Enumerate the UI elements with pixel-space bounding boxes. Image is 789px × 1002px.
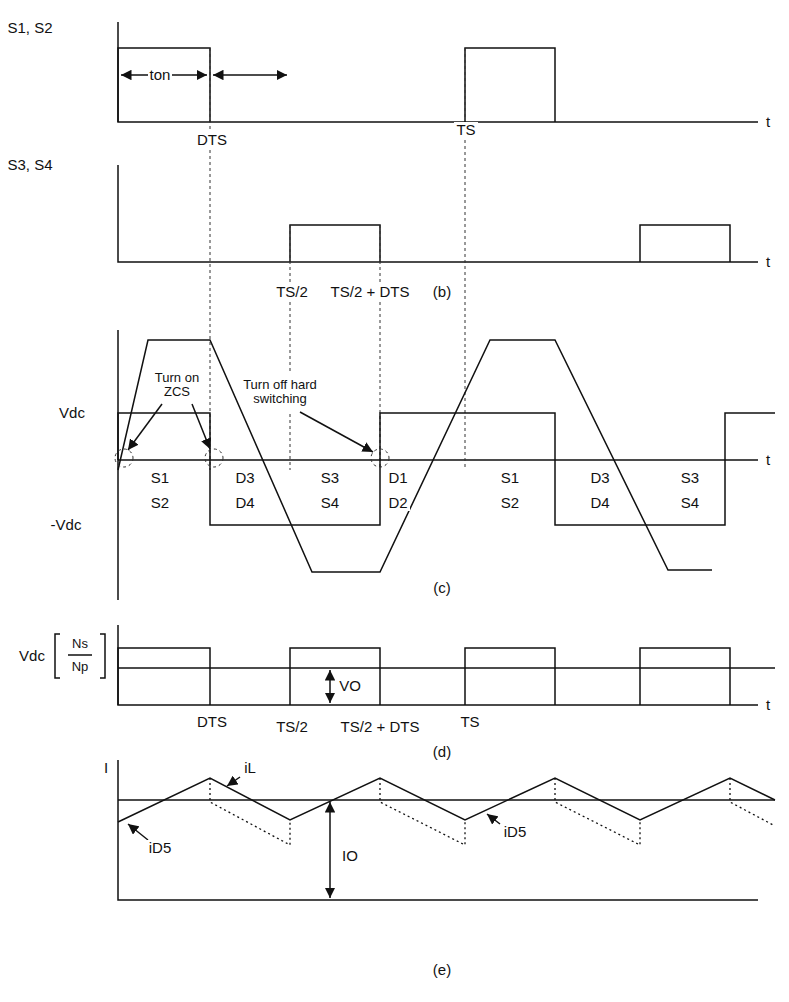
axis xyxy=(118,330,758,600)
device-label: S2 xyxy=(149,495,171,512)
pointer-arrow xyxy=(128,404,162,450)
time-label: TS/2 xyxy=(274,284,310,301)
axis-label: t xyxy=(764,452,772,469)
device-label: D3 xyxy=(233,470,256,487)
inductor-current xyxy=(118,778,775,822)
switching-point xyxy=(371,449,389,467)
pointer-arrow xyxy=(300,412,373,452)
current-label: iD5 xyxy=(502,824,529,841)
device-label: D2 xyxy=(386,495,409,512)
device-label: D1 xyxy=(386,470,409,487)
voltage-wave xyxy=(118,413,775,525)
bracket xyxy=(55,634,105,678)
axis xyxy=(118,625,758,705)
pointer-arrow xyxy=(487,814,500,824)
time-label: ton xyxy=(148,67,173,84)
time-marker xyxy=(290,225,291,470)
turns-label: Np xyxy=(70,660,91,674)
axis xyxy=(118,165,758,262)
device-label: S4 xyxy=(679,495,701,512)
pointer-arrow xyxy=(128,824,148,840)
time-marker xyxy=(210,48,211,470)
gate-pulse xyxy=(290,225,730,262)
voltage-label: VO xyxy=(337,678,363,695)
device-label: S2 xyxy=(499,495,521,512)
panel-label: (b) xyxy=(431,284,453,301)
time-marker xyxy=(465,48,466,470)
voltage-wave xyxy=(118,648,730,705)
axis-label: S3, S4 xyxy=(5,157,54,174)
current-label: iD5 xyxy=(147,840,174,857)
device-label: S4 xyxy=(319,495,341,512)
dimension-arrow xyxy=(329,670,331,703)
panel-label: (e) xyxy=(431,962,453,979)
average-level xyxy=(118,667,775,669)
axis-label: t xyxy=(764,697,772,714)
voltage-label: -Vdc xyxy=(49,517,84,534)
device-label: D4 xyxy=(233,495,256,512)
device-label: D4 xyxy=(588,495,611,512)
current-wave xyxy=(118,340,712,572)
device-label: D3 xyxy=(588,470,611,487)
current-label: IO xyxy=(340,848,360,865)
device-label: S1 xyxy=(149,470,171,487)
dimension-arrow xyxy=(329,802,331,898)
pointer-arrow xyxy=(227,777,240,786)
annotation: Turn on ZCS xyxy=(147,371,207,400)
dimension-arrow xyxy=(213,74,287,76)
panel-label: (c) xyxy=(431,580,453,597)
current-label: iL xyxy=(242,760,258,777)
average-level xyxy=(118,799,775,801)
axis xyxy=(118,22,758,122)
pointer-arrow xyxy=(192,404,210,449)
voltage-label: Vdc xyxy=(57,405,87,422)
device-label: S3 xyxy=(319,470,341,487)
gate-pulse xyxy=(118,48,555,122)
time-label: DTS xyxy=(195,132,229,149)
device-label: S1 xyxy=(499,470,521,487)
annotation: Turn off hard switching xyxy=(240,378,320,407)
time-label: TS xyxy=(454,122,477,139)
time-label: DTS xyxy=(195,714,229,731)
panel-label: (d) xyxy=(431,744,453,761)
axis-label: I xyxy=(102,760,110,777)
time-label: TS/2 + DTS xyxy=(329,284,412,301)
switching-point xyxy=(115,449,133,467)
axis-label: S1, S2 xyxy=(5,20,54,37)
axis-label: t xyxy=(764,114,772,131)
time-label: TS xyxy=(458,714,481,731)
turns-label: Ns xyxy=(70,637,90,651)
voltage-label: Vdc xyxy=(17,648,47,665)
time-label: TS/2 + DTS xyxy=(339,719,422,736)
diode-current xyxy=(210,778,775,845)
time-label: TS/2 xyxy=(274,719,310,736)
switching-point xyxy=(205,449,223,467)
axis-label: t xyxy=(764,254,772,271)
axis xyxy=(118,760,758,900)
device-label: S3 xyxy=(679,470,701,487)
